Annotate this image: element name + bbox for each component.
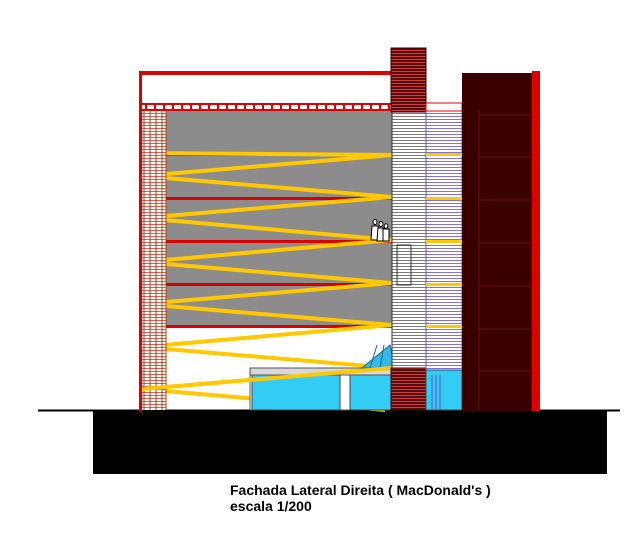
stair-core [391,111,427,371]
parapet-tick [298,103,300,111]
parapet-tick [271,103,273,111]
tower-base [390,367,427,411]
ground-slab [93,411,607,474]
ramp-zigzag [141,151,393,412]
parapet-tick [217,103,219,111]
parapet-tick [208,103,210,111]
parapet-tick [370,103,372,111]
lower-glass [425,369,463,411]
parapet-tick [325,103,327,111]
parapet-tick [145,103,147,111]
parapet-tick [199,103,201,111]
parapet-tick [163,103,165,111]
lower-glass-mullions [431,375,441,410]
ramp-lower [141,366,393,391]
left-column-lines [143,111,167,410]
parapet-tick [334,103,336,111]
parapet-tick [388,103,390,111]
dark-block-lines [478,110,532,410]
roof-frame [139,71,391,411]
parapet-tick [280,103,282,111]
elevator-shaft [396,244,412,286]
parapet-tick [244,103,246,111]
drawing-scale: escala 1/200 [230,498,312,514]
right-red-edge [532,71,540,411]
parapet-tick [316,103,318,111]
parapet-tick [361,103,363,111]
parapet-tick [154,103,156,111]
parapet-tick [307,103,309,111]
roof-band-right [425,102,463,112]
louver-bands [426,153,462,328]
parapet-tick [181,103,183,111]
parapet-tick [172,103,174,111]
tower-top [390,47,427,113]
glass-pyramid [360,344,396,369]
parapet-tick [226,103,228,111]
parapet-tick [235,103,237,111]
parapet-tick [262,103,264,111]
people-figures [370,219,390,242]
parapet-tick [190,103,192,111]
parapet-tick [253,103,255,111]
dark-block [462,73,532,411]
parapet-tick [352,103,354,111]
parapet-tick [289,103,291,111]
parapet-tick [343,103,345,111]
parapet-tick [379,103,381,111]
drawing-title: Fachada Lateral Direita ( MacDonald's ) [230,482,491,498]
